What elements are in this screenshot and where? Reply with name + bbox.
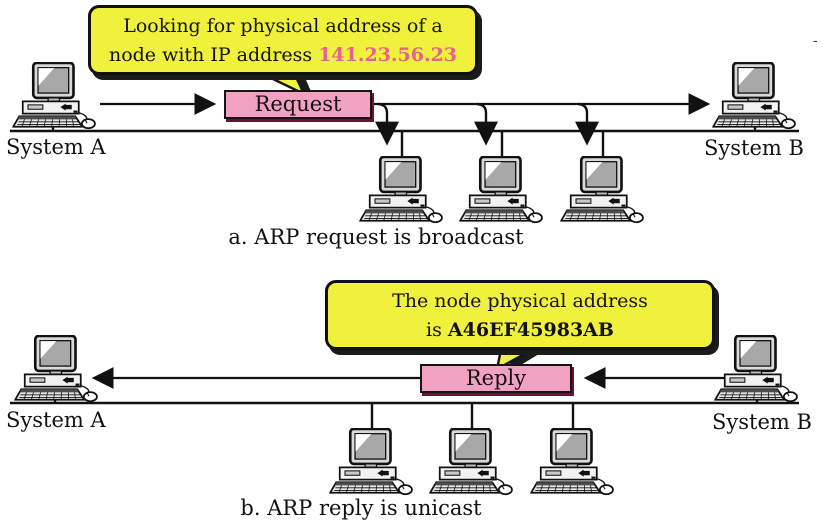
ip-address-value: 141.23.56.23 xyxy=(318,43,458,66)
system-b-computer-icon-a xyxy=(712,62,800,132)
stray-dash-artifact: - xyxy=(813,33,818,49)
broadcast-branch-arrow-1 xyxy=(375,102,399,146)
system-b-label-a: System B xyxy=(704,136,804,160)
broadcast-branch-arrow-2 xyxy=(474,102,498,146)
host3-computer-icon-b xyxy=(530,428,618,498)
system-b-computer-icon-b xyxy=(714,335,802,405)
system-a-computer-icon-b xyxy=(14,335,102,405)
request-message-box: Request xyxy=(224,90,372,119)
arp-request-callout: Looking for physical address of a node w… xyxy=(88,5,478,75)
reply-message-box: Reply xyxy=(420,364,572,393)
host2-computer-icon-b xyxy=(429,428,517,498)
arp-reply-callout: The node physical address is A46EF45983A… xyxy=(325,280,715,350)
callout-a-line1: Looking for physical address of a xyxy=(123,15,443,37)
callout-b-line1: The node physical address xyxy=(392,290,648,312)
system-a-computer-icon-a xyxy=(12,62,100,132)
host3-computer-icon-a xyxy=(560,156,648,226)
host1-computer-icon-b xyxy=(329,428,417,498)
caption-arp-request: a. ARP request is broadcast xyxy=(228,225,524,249)
system-a-label-a: System A xyxy=(6,135,106,159)
physical-address-value: A46EF45983AB xyxy=(447,318,614,341)
broadcast-branch-arrow-3 xyxy=(575,102,599,146)
callout-b-line2: is A46EF45983AB xyxy=(426,318,614,341)
caption-arp-reply: b. ARP reply is unicast xyxy=(240,496,482,520)
host1-computer-icon-a xyxy=(359,156,447,226)
callout-a-line2: node with IP address 141.23.56.23 xyxy=(108,43,458,66)
system-a-label-b: System A xyxy=(6,408,106,432)
host2-computer-icon-a xyxy=(459,156,547,226)
system-b-label-b: System B xyxy=(712,410,812,434)
